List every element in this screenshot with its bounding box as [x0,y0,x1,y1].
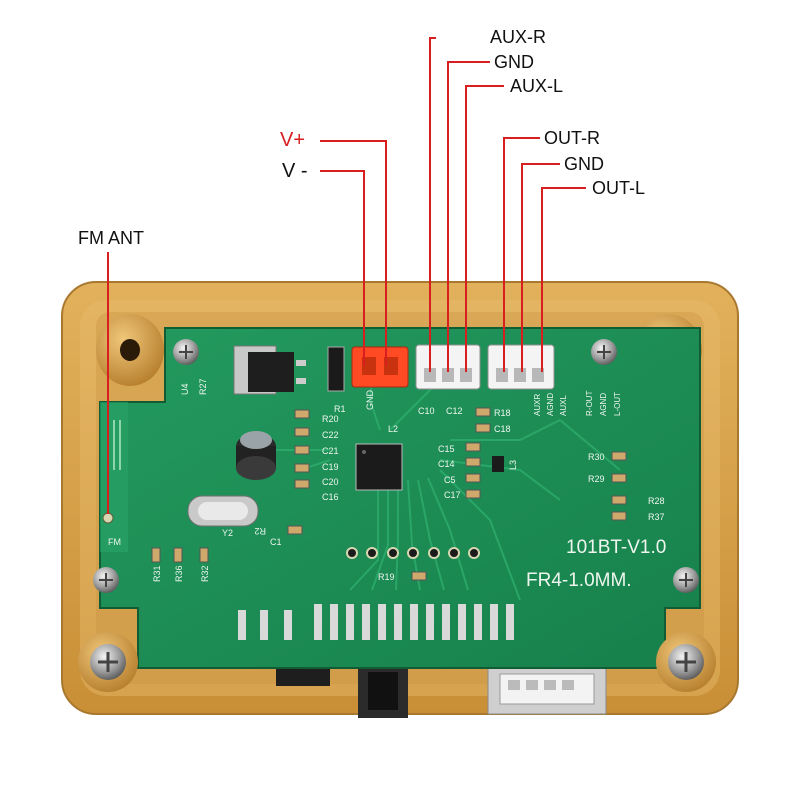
silk-r27: R27 [198,378,208,395]
label-out-l: OUT-L [592,178,646,198]
silk-r1: R1 [334,404,346,414]
jack-connector [276,660,408,718]
silk-r19: R19 [378,572,395,582]
leader-aux-l [465,85,504,372]
label-gnd-aux: GND [494,52,534,72]
label-fm-ant: FM ANT [78,228,144,248]
silk-c5: C5 [444,475,456,485]
silk-r31: R31 [152,565,162,582]
silk-r32: R32 [200,565,210,582]
silk-gnd: GND [365,390,375,411]
silk-pin-2: AGND [546,393,555,416]
silk-r37: R37 [648,512,665,522]
pcb-board [99,327,701,669]
label-gnd-out: GND [564,154,604,174]
electrolytic-capacitor [236,431,276,480]
silk-c12: C12 [446,406,463,416]
silk-r20: R20 [322,414,339,424]
leader-lines [107,37,586,514]
silk-c18: C18 [494,424,511,434]
label-aux-r: AUX-R [490,27,547,47]
silk-fm: FM [108,537,121,547]
leader-out-l [541,187,586,372]
leader-gnd-aux [447,61,490,372]
label-v-plus: V+ [280,129,306,151]
usb-connector [487,661,607,715]
silk-r30: R30 [588,452,605,462]
power-connector [351,346,409,388]
silk-c19: C19 [322,462,339,472]
board-version: 101BT-V1.0 [566,537,666,558]
board-screw-tr [591,339,617,365]
silk-c14: C14 [438,459,455,469]
pin-header [238,604,514,640]
silk-c10: C10 [418,406,435,416]
label-out-r: OUT-R [544,128,600,148]
silk-u4: U4 [180,383,190,395]
silk-c1: C1 [270,537,282,547]
silk-pin-1: AUXR [533,394,542,416]
silk-r36: R36 [174,565,184,582]
silk-c22: C22 [322,430,339,440]
silk-c15: C15 [438,444,455,454]
silk-c21: C21 [322,446,339,456]
label-aux-l: AUX-L [510,76,564,96]
case-screw-br [656,632,716,692]
silk-r29: R29 [588,474,605,484]
label-v-minus: V - [282,160,308,182]
leader-gnd-out [521,163,560,372]
board-material: FR4-1.0MM. [526,570,632,591]
board-screw-ml [93,567,119,593]
case-screw-bl [78,632,138,692]
voltage-regulator [233,345,306,395]
silk-r2: R2 [254,526,266,536]
silk-l2: L2 [388,424,398,434]
silk-r28: R28 [648,496,665,506]
leader-aux-r [429,37,436,372]
silk-pin-3: AUXL [559,395,568,416]
silk-c16: C16 [322,492,339,502]
silk-pin-5: AGND [599,393,608,416]
leader-v-minus [320,170,365,366]
silk-r18: R18 [494,408,511,418]
board-screw-tl [173,339,199,365]
silk-c17: C17 [444,490,461,500]
main-ic [355,443,403,491]
leader-v-plus [320,140,387,366]
board-screw-mr [673,567,699,593]
crystal-oscillator [187,495,259,527]
silk-pin-4: R-OUT [585,391,594,416]
silk-l3: L3 [508,460,518,470]
silk-c20: C20 [322,477,339,487]
leader-out-r [503,137,540,372]
silk-y2: Y2 [222,528,233,538]
case-boss-left [96,314,164,386]
silk-pin-6: L-OUT [613,392,622,416]
